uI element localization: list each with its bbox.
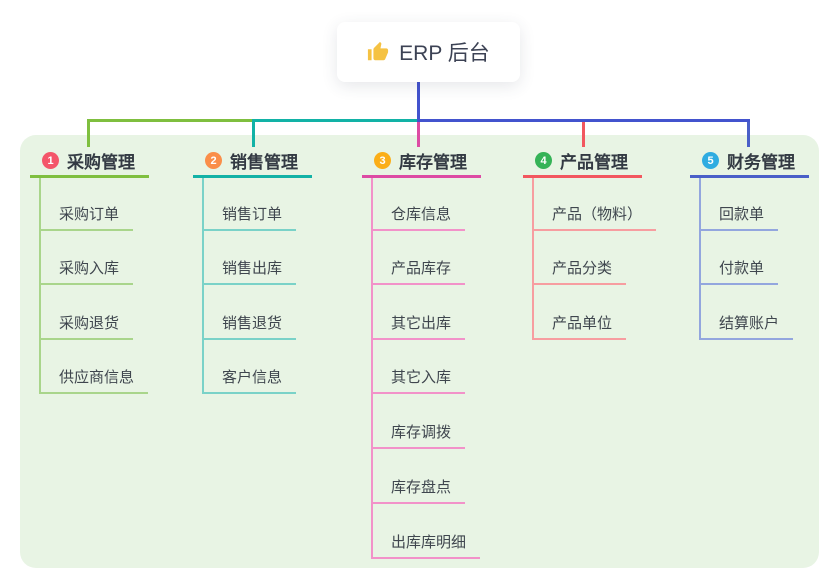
child-node[interactable]: 供应商信息 bbox=[39, 367, 149, 394]
branch-child-spine bbox=[699, 178, 701, 340]
child-node[interactable]: 库存调拨 bbox=[371, 422, 466, 449]
branch-label: 产品管理 bbox=[560, 153, 628, 172]
child-node[interactable]: 采购入库 bbox=[39, 258, 134, 285]
connector-trunk-blue bbox=[417, 119, 750, 122]
branch-child-spine bbox=[532, 178, 534, 340]
branch-number-badge: 3 bbox=[374, 152, 391, 169]
root-node[interactable]: ERP 后台 bbox=[337, 22, 520, 82]
child-node[interactable]: 产品库存 bbox=[371, 258, 466, 285]
branch-label: 销售管理 bbox=[230, 153, 298, 172]
child-node[interactable]: 采购退货 bbox=[39, 313, 134, 340]
branches-panel bbox=[20, 135, 819, 568]
connector-stub-branch-3 bbox=[417, 122, 420, 147]
child-node[interactable]: 产品单位 bbox=[532, 313, 627, 340]
child-node[interactable]: 仓库信息 bbox=[371, 204, 466, 231]
branch-label: 库存管理 bbox=[399, 153, 467, 172]
branch-header-2[interactable]: 2 销售管理 bbox=[193, 148, 312, 178]
child-node[interactable]: 采购订单 bbox=[39, 204, 134, 231]
branch-number-badge: 4 bbox=[535, 152, 552, 169]
child-node[interactable]: 付款单 bbox=[699, 258, 779, 285]
branch-header-1[interactable]: 1 采购管理 bbox=[30, 148, 149, 178]
child-node[interactable]: 出库库明细 bbox=[371, 532, 481, 559]
branch-child-spine bbox=[371, 178, 373, 559]
branch-header-5[interactable]: 5 财务管理 bbox=[690, 148, 809, 178]
connector-trunk-teal bbox=[252, 119, 419, 122]
branch-child-spine bbox=[202, 178, 204, 394]
branch-header-4[interactable]: 4 产品管理 bbox=[523, 148, 642, 178]
branch-number-badge: 1 bbox=[42, 152, 59, 169]
branch-child-spine bbox=[39, 178, 41, 394]
branch-label: 采购管理 bbox=[67, 153, 135, 172]
root-connector-line bbox=[417, 82, 420, 122]
child-node[interactable]: 销售出库 bbox=[202, 258, 297, 285]
connector-stub-branch-1 bbox=[87, 119, 90, 147]
child-node[interactable]: 回款单 bbox=[699, 204, 779, 231]
branch-label: 财务管理 bbox=[727, 153, 795, 172]
child-node[interactable]: 销售退货 bbox=[202, 313, 297, 340]
connector-stub-branch-2 bbox=[252, 119, 255, 147]
thumbs-up-icon bbox=[368, 41, 389, 61]
child-node[interactable]: 库存盘点 bbox=[371, 477, 466, 504]
child-node[interactable]: 产品（物料） bbox=[532, 204, 657, 231]
child-node[interactable]: 客户信息 bbox=[202, 367, 297, 394]
child-node[interactable]: 其它出库 bbox=[371, 313, 466, 340]
child-node[interactable]: 产品分类 bbox=[532, 258, 627, 285]
connector-trunk-green bbox=[88, 119, 255, 122]
child-node[interactable]: 销售订单 bbox=[202, 204, 297, 231]
root-label: ERP 后台 bbox=[399, 42, 490, 65]
child-node[interactable]: 结算账户 bbox=[699, 313, 794, 340]
connector-stub-branch-4 bbox=[582, 122, 585, 147]
branch-number-badge: 5 bbox=[702, 152, 719, 169]
branch-number-badge: 2 bbox=[205, 152, 222, 169]
connector-stub-branch-5 bbox=[747, 119, 750, 147]
branch-header-3[interactable]: 3 库存管理 bbox=[362, 148, 481, 178]
child-node[interactable]: 其它入库 bbox=[371, 367, 466, 394]
